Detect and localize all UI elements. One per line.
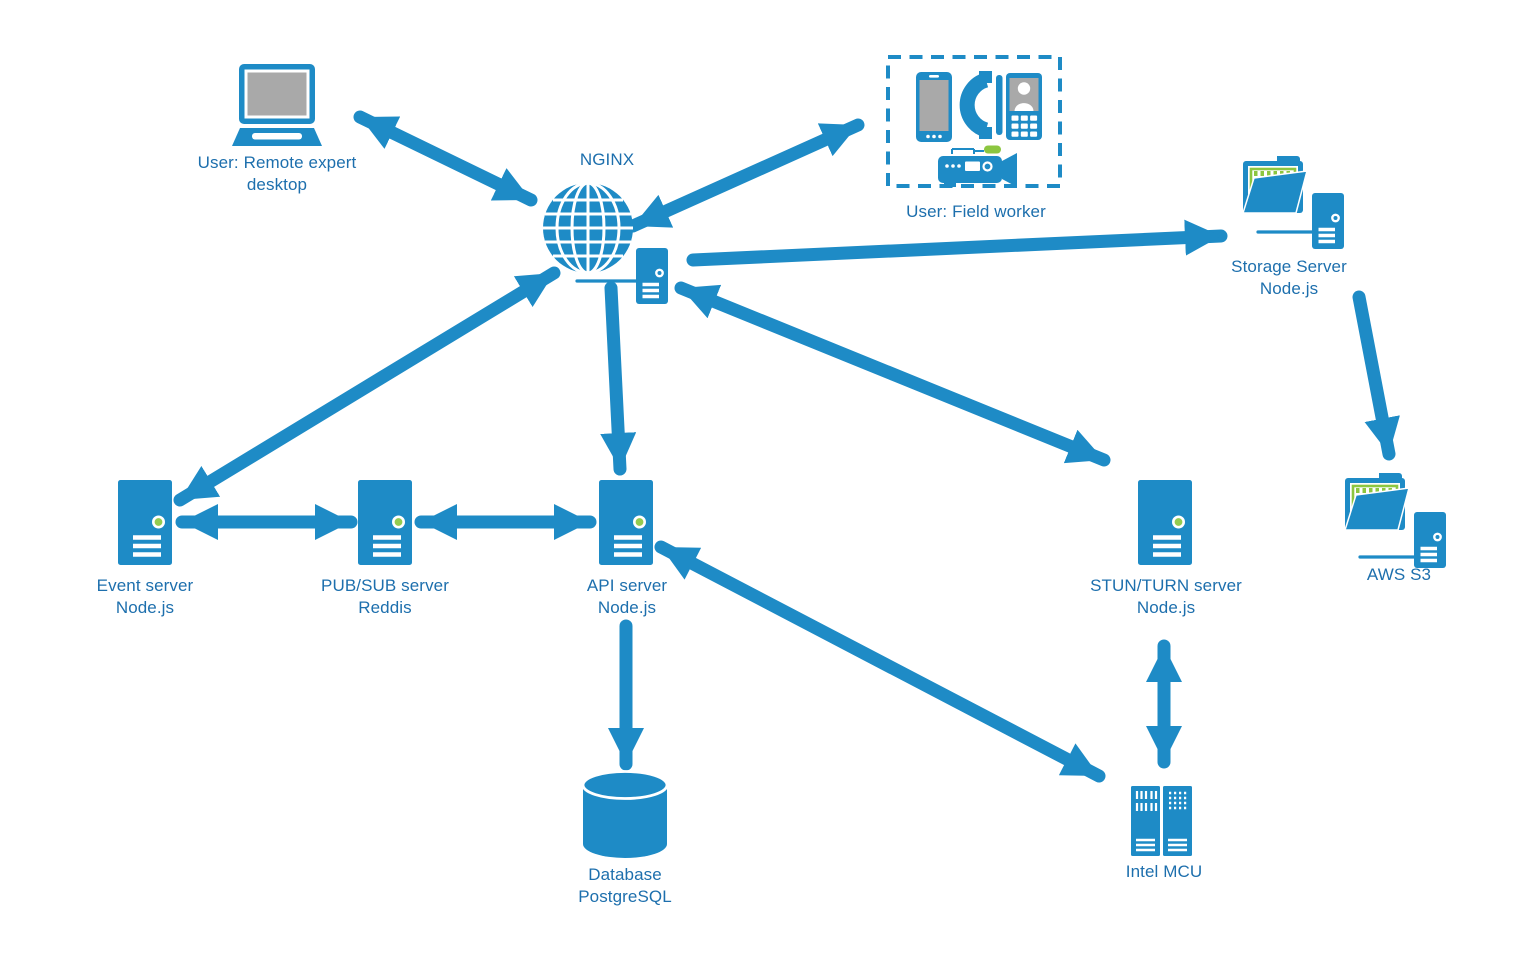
connection-nginx-stun-turn [674, 281, 1111, 467]
globe-icon [541, 181, 635, 275]
label-stun-turn-server: STUN/TURN server Node.js [1090, 576, 1242, 617]
connection-nginx-storage-server [686, 219, 1228, 267]
label-pubsub-server: PUB/SUB server Reddis [321, 576, 449, 617]
connection-storage-aws-s3 [1352, 290, 1400, 461]
videophone-icon [1006, 73, 1042, 140]
video-camera-icon [938, 145, 1017, 187]
person-icon [1017, 82, 1031, 95]
nginx-proxy-server-icon [634, 246, 670, 306]
server-mini-icon [1412, 510, 1448, 570]
aws-s3-icon [1345, 473, 1448, 570]
label-nginx: NGINX [579, 150, 635, 169]
laptop-icon [232, 64, 322, 146]
smartphone-icon [916, 72, 952, 142]
connections [173, 110, 1400, 783]
label-remote-expert: User: Remote expert desktop [197, 153, 357, 194]
event-server-icon [118, 480, 172, 565]
field-worker-group [886, 55, 1062, 188]
phone-handset-icon [959, 71, 1003, 139]
label-field-worker: User: Field worker [906, 202, 1046, 221]
label-intel-mcu: Intel MCU [1125, 862, 1203, 881]
connection-api-intel-mcu [654, 540, 1106, 783]
label-storage-server: Storage Server Node.js [1231, 257, 1347, 298]
pubsub-server-icon [358, 480, 412, 565]
label-aws-s3: AWS S3 [1366, 565, 1432, 584]
server-rack-icon [1131, 786, 1192, 856]
connection-nginx-field-worker [626, 118, 865, 233]
connection-nginx-event-server [173, 266, 561, 507]
storage-server-icon [1243, 156, 1346, 251]
database-cylinder-icon [581, 770, 669, 860]
label-api-server: API server Node.js [586, 576, 668, 617]
connection-nginx-api-server [600, 281, 637, 476]
stun-turn-server-icon [1138, 480, 1192, 565]
label-database: Database PostgreSQL [578, 865, 672, 906]
connection-nginx-remote-expert [353, 110, 538, 207]
label-event-server: Event server Node.js [96, 576, 194, 617]
api-server-icon [599, 480, 653, 565]
folder-icon [1243, 156, 1307, 213]
field-worker-dashed-box [886, 55, 1062, 188]
server-mini-icon [1310, 191, 1346, 251]
folder-icon [1345, 473, 1409, 530]
